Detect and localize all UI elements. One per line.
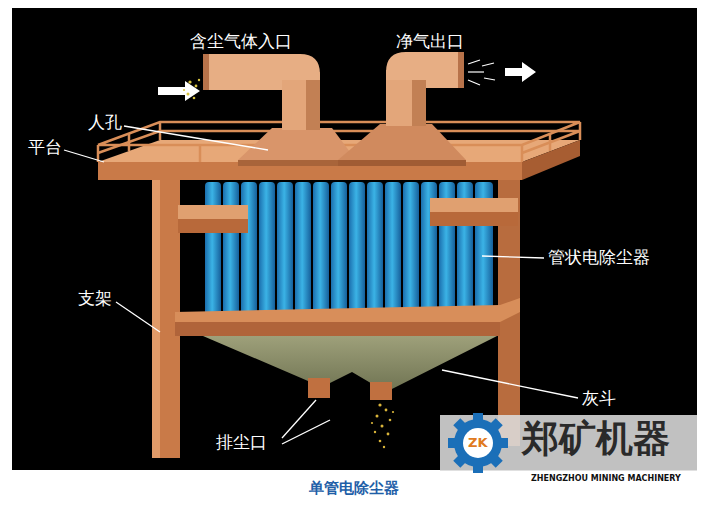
part-label: 支架 (78, 288, 112, 308)
logo-letters: ZK (468, 435, 488, 451)
part-label: 净气出口 (396, 31, 464, 51)
part-label: 排尘口 (216, 432, 267, 452)
part-label: 人孔 (88, 112, 122, 132)
part-label: 灰斗 (582, 388, 616, 408)
figure-caption: 单管电除尘器 (309, 479, 399, 497)
watermark-name: 郑矿机器 (522, 417, 670, 461)
watermark-english: ZHENGZHOU MINING MACHINERY (531, 474, 681, 484)
part-label: 平台 (28, 137, 62, 157)
part-label: 管状电除尘器 (548, 247, 650, 267)
part-label: 含尘气体入口 (190, 31, 292, 51)
